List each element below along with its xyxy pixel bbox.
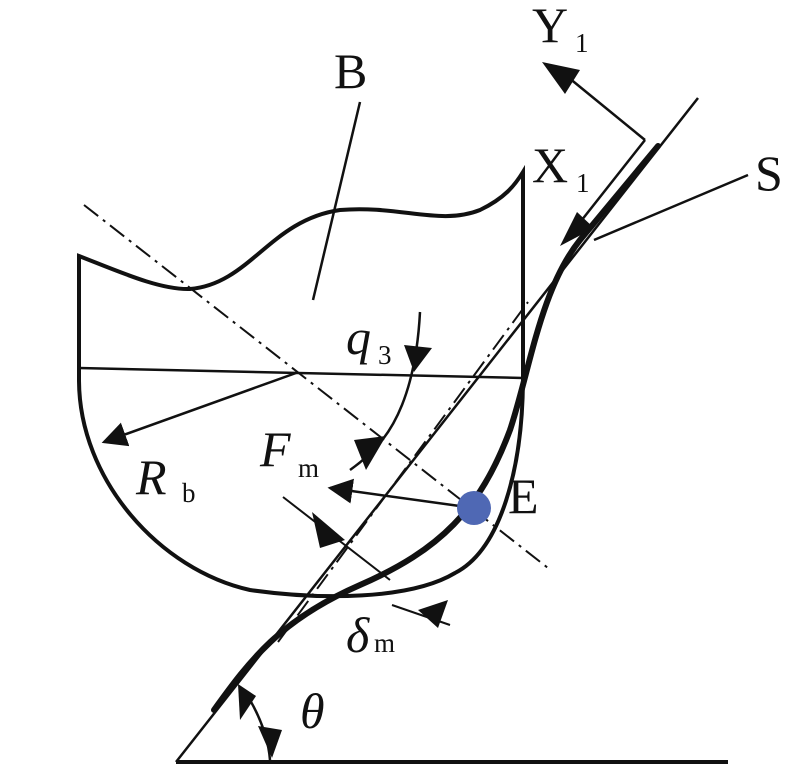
axis-x1-arrowhead bbox=[560, 212, 594, 246]
angle-q3-arrowhead-top bbox=[404, 345, 432, 372]
body-leader-line bbox=[311, 101, 362, 301]
label-b: B bbox=[334, 43, 367, 99]
force-arrow bbox=[327, 478, 475, 510]
label-rb-sub: b bbox=[182, 478, 196, 508]
surface-s-curve bbox=[211, 143, 661, 713]
deform-line-2 bbox=[391, 604, 451, 626]
contact-point-e bbox=[457, 491, 491, 525]
surface-leader-line bbox=[593, 173, 749, 242]
label-fm-main: F bbox=[259, 421, 291, 477]
axis-y1-arrow bbox=[562, 72, 646, 141]
label-e: E bbox=[508, 468, 539, 524]
deform-arrowhead-1 bbox=[312, 512, 345, 548]
label-x1-sub: 1 bbox=[576, 168, 590, 198]
deform-arrowhead-2 bbox=[418, 600, 448, 628]
label-fm-sub: m bbox=[298, 453, 319, 483]
angle-q3-arrowhead-bottom bbox=[354, 436, 386, 470]
label-q3-sub: 3 bbox=[378, 340, 392, 370]
body-b-outline bbox=[77, 164, 525, 599]
axis-y1-arrowhead bbox=[542, 62, 580, 94]
incline-angle-arrowhead-top bbox=[238, 684, 256, 720]
body-horizontal-line bbox=[78, 366, 524, 380]
radius-arrow bbox=[101, 371, 297, 447]
label-deltam-sub: m bbox=[374, 628, 395, 658]
label-y1-sub: 1 bbox=[575, 28, 589, 58]
parallel-dashed-line bbox=[277, 301, 529, 643]
incline-angle-arrowhead-bottom bbox=[258, 726, 282, 758]
label-x1-main: X bbox=[532, 137, 568, 193]
label-y1-main: Y bbox=[532, 0, 568, 53]
label-deltam-main: δ bbox=[346, 607, 370, 663]
label-theta: θ bbox=[300, 683, 325, 739]
label-s: S bbox=[755, 145, 783, 201]
label-rb-main: R bbox=[135, 449, 167, 505]
label-q3-main: q bbox=[346, 309, 371, 365]
